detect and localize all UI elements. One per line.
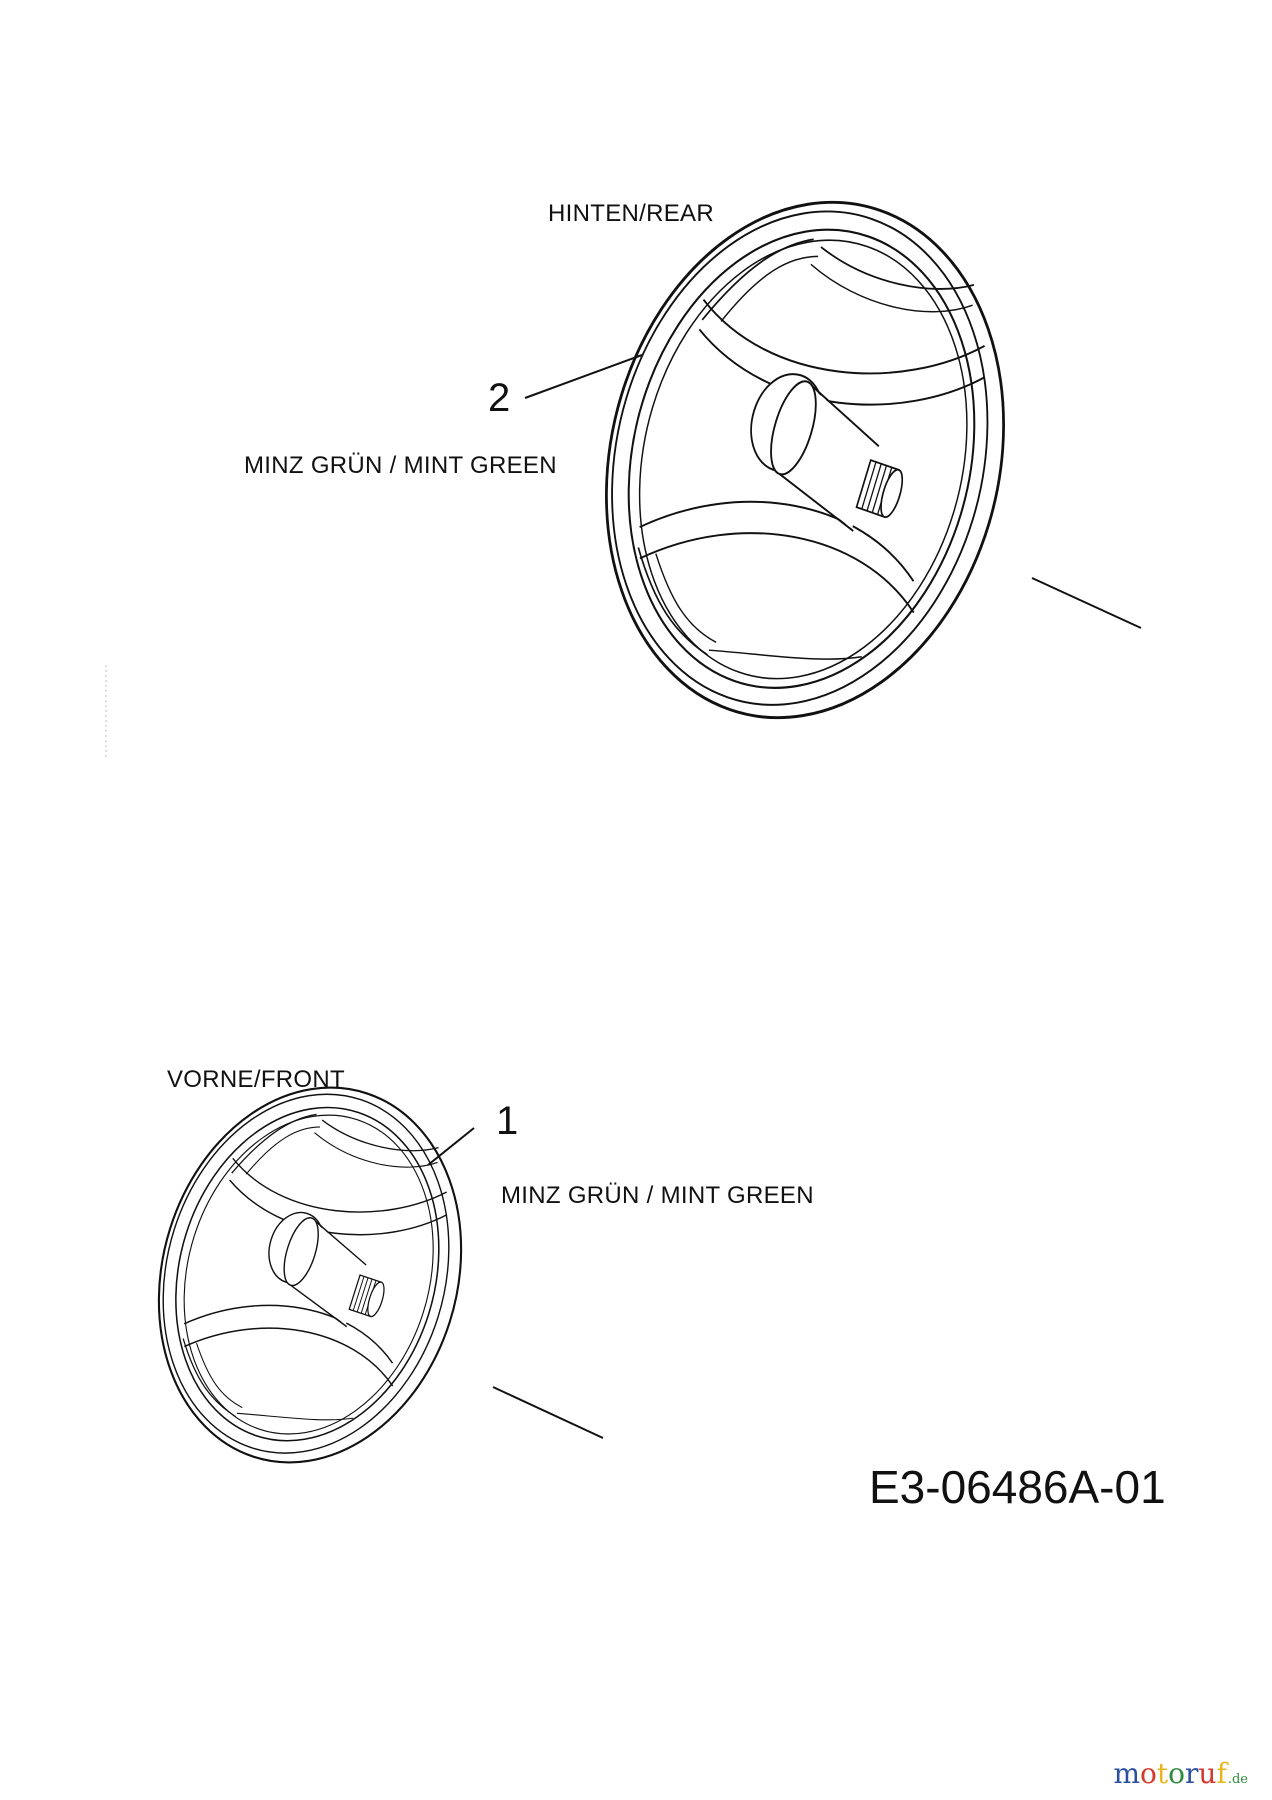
front-axis-line <box>492 1386 604 1439</box>
front-part-leader <box>427 1127 475 1166</box>
rear-part-number: 2 <box>488 376 511 420</box>
rear-color-label: MINZ GRÜN / MINT GREEN <box>244 452 557 479</box>
logo-letter: o <box>1168 1757 1186 1790</box>
drawing-code: E3-06486A-01 <box>869 1461 1166 1513</box>
logo-letter: t <box>1156 1757 1169 1790</box>
logo-letter: u <box>1198 1757 1217 1790</box>
logo-letter: o <box>1140 1757 1157 1790</box>
logo-letter: m <box>1113 1757 1141 1790</box>
motoruf-logo: motoruf.de <box>1113 1757 1248 1790</box>
front-part-number: 1 <box>496 1099 519 1143</box>
rear-wheel-drawing <box>544 144 1066 776</box>
rear-axis-line <box>1031 577 1142 629</box>
logo-letter: r <box>1185 1757 1199 1790</box>
front-wheel-drawing <box>111 1045 509 1505</box>
logo-text: motoruf <box>1113 1757 1226 1790</box>
front-color-label: MINZ GRÜN / MINT GREEN <box>501 1182 814 1209</box>
rear-part-leader <box>524 354 643 399</box>
logo-letter: f <box>1216 1757 1227 1790</box>
rear-position-label: HINTEN/REAR <box>548 200 714 227</box>
front-position-label: VORNE/FRONT <box>167 1066 345 1093</box>
logo-suffix: .de <box>1227 1772 1248 1787</box>
